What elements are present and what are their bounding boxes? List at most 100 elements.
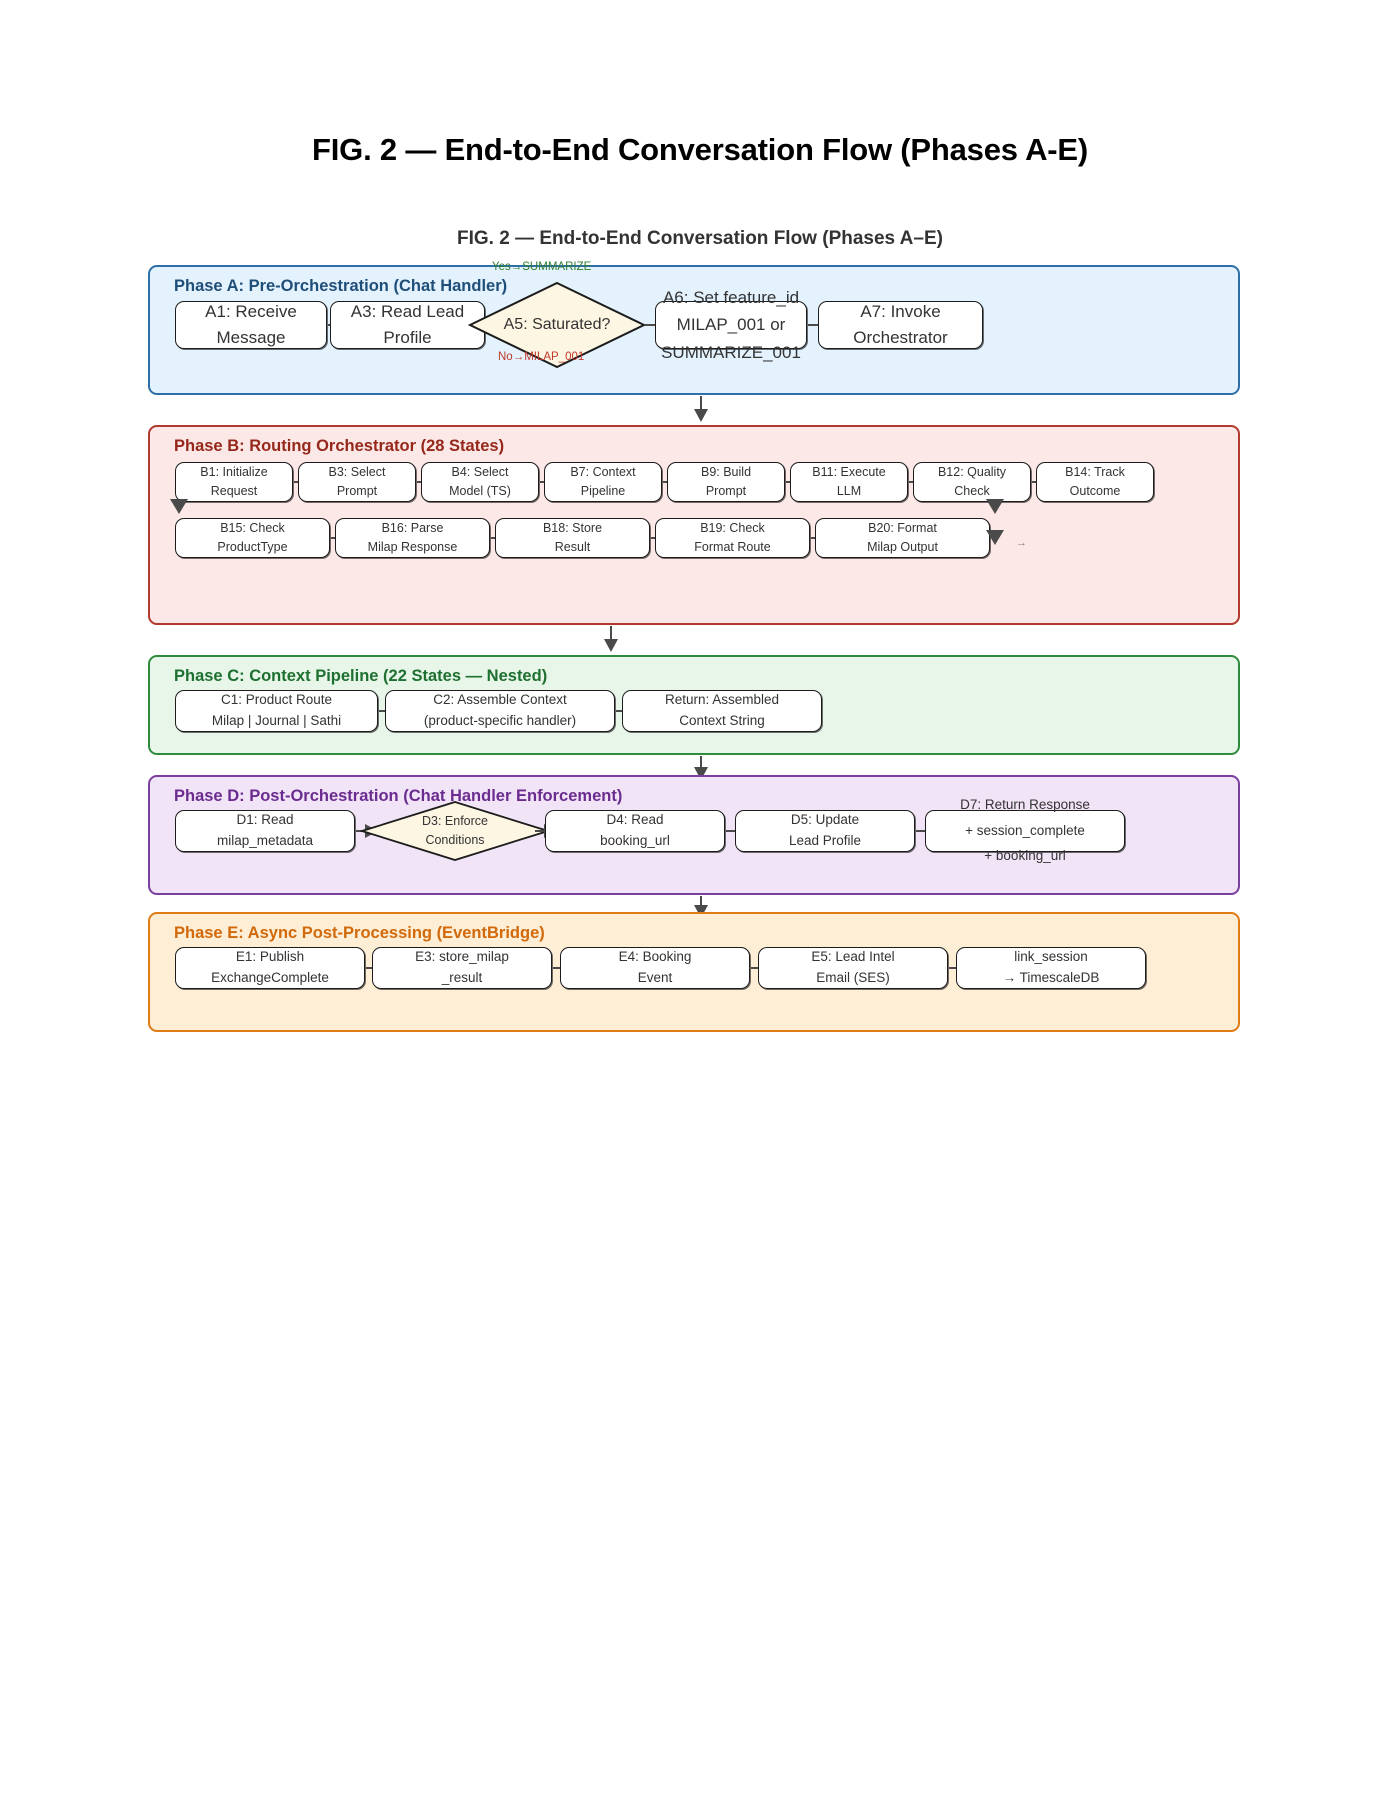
node-e3[interactable]: E3: store_milap _result [372,947,552,989]
arrow-b14-b15-wrap [170,499,188,514]
node-d3-line2: Conditions [425,833,485,847]
node-b15[interactable]: B15: Check ProductType [175,518,330,558]
node-b3-line1: B3: Select [328,464,386,479]
phase-a-container: Phase A: Pre-Orchestration (Chat Handler… [148,261,1240,395]
node-b4[interactable]: B4: Select Model (TS) [421,462,539,502]
node-d1[interactable]: D1: Read milap_metadata [175,810,355,852]
connector-b-to-c [604,626,618,652]
node-a5-decision[interactable]: A5: Saturated? [467,281,647,369]
node-b18-line1: B18: Store [542,520,603,535]
node-e1-line1: E1: Publish [235,949,305,965]
node-a7[interactable]: A7: Invoke Orchestrator [818,301,983,349]
node-b11-line1: B11: Execute [812,464,886,479]
page-title: FIG. 2 — End-to-End Conversation Flow (P… [312,132,1088,167]
phase-c-container: Phase C: Context Pipeline (22 States — N… [148,655,1240,755]
node-a3[interactable]: A3: Read Lead Profile [330,301,485,349]
phase-d-label: Phase D: Post-Orchestration (Chat Handle… [174,787,623,805]
node-b14[interactable]: B14: Track Outcome [1036,462,1154,502]
arrow-b-trailing-1 [986,499,1004,514]
node-e1-line2: ExchangeComplete [211,970,329,985]
connector-d-to-e [694,896,708,918]
node-b15-line1: B15: Check [220,520,285,535]
node-b3[interactable]: B3: Select Prompt [298,462,416,502]
node-d4-line1: D4: Read [606,812,664,828]
node-a6[interactable]: A6: Set feature_id MILAP_001 or SUMMARIZ… [655,288,807,362]
node-e5-line2: Email (SES) [816,970,890,985]
node-b19[interactable]: B19: Check Format Route [655,518,810,558]
node-d7[interactable]: D7: Return Response + session_complete +… [925,797,1125,863]
node-c-return-line2: Context String [679,713,765,728]
diamond-shape-icon [467,281,647,369]
node-e4-line2: Event [637,970,673,985]
node-e-link-session[interactable]: link_session → TimescaleDB [956,947,1146,989]
node-b7[interactable]: B7: Context Pipeline [544,462,662,502]
node-b14-line1: B14: Track [1065,464,1125,479]
node-e5[interactable]: E5: Lead Intel Email (SES) [758,947,948,989]
phase-b-label: Phase B: Routing Orchestrator (28 States… [174,437,505,455]
arrow-b-trailing-marker: → [1016,537,1027,549]
node-c2-line1: C2: Assemble Context [433,692,567,708]
node-c1-line2: Milap | Journal | Sathi [211,713,342,728]
node-e5-line1: E5: Lead Intel [811,949,895,965]
node-d1-line2: milap_metadata [216,833,314,848]
node-b12[interactable]: B12: Quality Check [913,462,1031,502]
node-b7-line2: Pipeline [580,484,626,498]
node-b15-line2: ProductType [217,540,288,554]
figure-subtitle: FIG. 2 — End-to-End Conversation Flow (P… [457,228,943,249]
node-b20[interactable]: B20: Format Milap Output [815,518,990,558]
node-d5[interactable]: D5: Update Lead Profile [735,810,915,852]
connector-c-to-d [694,756,708,780]
node-b1[interactable]: B1: Initialize Request [175,462,293,502]
node-b3-line2: Prompt [336,484,378,498]
node-c2[interactable]: C2: Assemble Context (product-specific h… [385,690,615,732]
phase-e-container: Phase E: Async Post-Processing (EventBri… [148,912,1240,1032]
node-c-return-line1: Return: Assembled [664,692,780,708]
node-e3-line1: E3: store_milap [415,949,509,965]
node-b9[interactable]: B9: Build Prompt [667,462,785,502]
arrow-b-trailing-2 [986,530,1004,545]
node-b11-line2: LLM [836,484,862,498]
node-d5-line1: D5: Update [790,812,860,828]
node-e4[interactable]: E4: Booking Event [560,947,750,989]
node-b18[interactable]: B18: Store Result [495,518,650,558]
node-c2-line2: (product-specific handler) [423,713,577,728]
node-c1[interactable]: C1: Product Route Milap | Journal | Sath… [175,690,378,732]
node-b12-line2: Check [954,484,990,498]
node-b14-line2: Outcome [1069,484,1121,498]
node-a7-line2: Orchestrator [853,328,948,347]
phase-d-container: Phase D: Post-Orchestration (Chat Handle… [148,775,1240,895]
node-a1[interactable]: A1: Receive Message [175,301,327,349]
node-b7-line1: B7: Context [570,464,636,479]
node-e-link-session-line2: → TimescaleDB [1002,970,1100,985]
node-b16[interactable]: B16: Parse Milap Response [335,518,490,558]
node-b4-line2: Model (TS) [449,484,511,498]
node-d4-line2: booking_url [600,833,670,848]
node-b1-line1: B1: Initialize [200,464,268,479]
phase-a-label: Phase A: Pre-Orchestration (Chat Handler… [174,277,508,295]
node-b12-line1: B12: Quality [937,464,1007,479]
node-a5-label: A5: Saturated? [503,316,611,333]
node-d3-decision[interactable]: D3: Enforce Conditions [358,801,552,861]
node-b11[interactable]: B11: Execute LLM [790,462,908,502]
node-d4[interactable]: D4: Read booking_url [545,810,725,852]
node-a1-line1: A1: Receive [205,301,297,321]
node-a3-line1: A3: Read Lead [350,301,465,321]
node-c-return[interactable]: Return: Assembled Context String [622,690,822,732]
node-a6-line3: SUMMARIZE_001 [661,342,801,362]
node-b16-line1: B16: Parse [381,520,444,535]
phase-b-container: Phase B: Routing Orchestrator (28 States… [148,425,1240,625]
node-b4-line1: B4: Select [451,464,509,479]
node-d1-line1: D1: Read [236,812,294,828]
node-b1-line2: Request [210,484,258,498]
node-b16-line2: Milap Response [367,540,458,554]
node-a1-line2: Message [216,328,286,347]
node-c1-line1: C1: Product Route [220,692,333,708]
node-b19-line1: B19: Check [700,520,765,535]
node-d7-line3: + booking_url [984,848,1066,864]
edge-label-no: No→MILAP_001 [498,351,585,363]
node-a6-line1: A6: Set feature_id [662,288,800,307]
node-d7-line1: D7: Return Response [960,797,1090,812]
node-e-link-session-line1: link_session [1014,949,1088,965]
node-e4-line1: E4: Booking [618,949,692,965]
node-e1[interactable]: E1: Publish ExchangeComplete [175,947,365,989]
